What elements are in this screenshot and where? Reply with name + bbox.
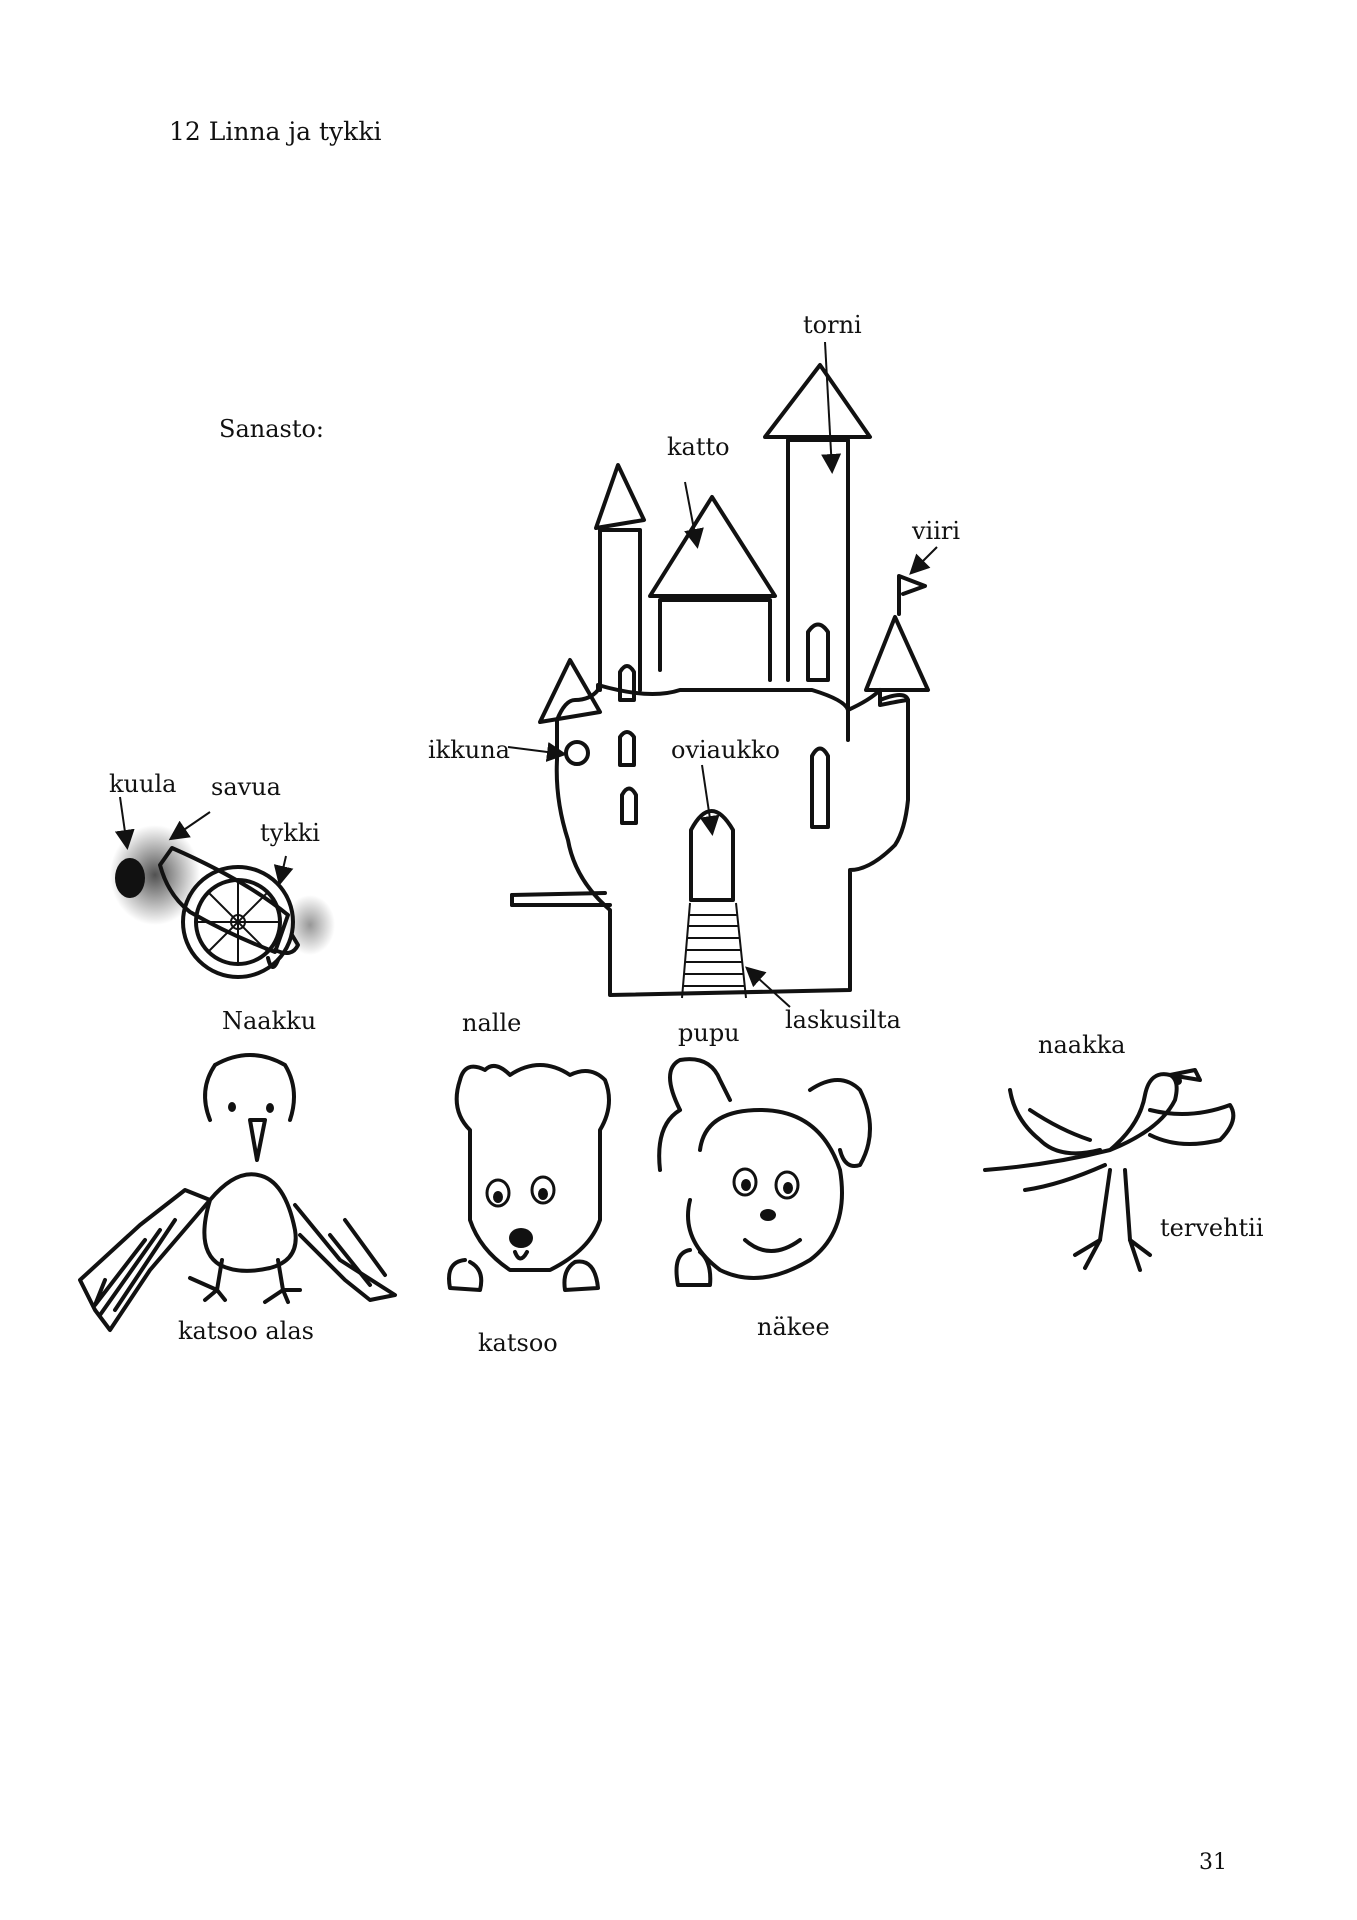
label-laskusilta: laskusilta	[785, 1006, 901, 1034]
label-nakee: näkee	[757, 1313, 830, 1341]
page-number: 31	[1199, 1850, 1227, 1875]
label-naakka: naakka	[1038, 1031, 1126, 1059]
arrow-viiri	[909, 546, 938, 575]
castle-drawing	[510, 363, 930, 999]
naakka-bird-drawing	[983, 1068, 1236, 1272]
nalle-bear-drawing	[447, 1063, 611, 1292]
arrow-ikkuna	[507, 742, 567, 762]
label-pupu: pupu	[678, 1019, 740, 1047]
label-tykki: tykki	[260, 819, 320, 847]
arrow-oviaukko	[699, 764, 720, 836]
arrow-laskusilta	[745, 966, 791, 1008]
label-savua: savua	[211, 773, 281, 801]
label-nalle: nalle	[462, 1009, 522, 1037]
arrow-katto	[684, 481, 704, 549]
arrow-savua	[168, 811, 211, 841]
label-kuula: kuula	[109, 770, 177, 798]
pupu-bunny-drawing	[657, 1057, 872, 1287]
arrow-kuula	[114, 796, 135, 850]
label-ikkuna: ikkuna	[428, 736, 510, 764]
label-katsoo-alas: katsoo alas	[178, 1317, 314, 1345]
arrow-torni	[821, 341, 842, 474]
label-torni: torni	[803, 311, 862, 339]
label-tervehtii: tervehtii	[1160, 1214, 1264, 1242]
drawbridge	[681, 902, 747, 999]
arrow-tykki	[273, 855, 294, 886]
label-viiri: viiri	[912, 517, 961, 545]
cannon-drawing	[110, 825, 335, 979]
vocabulary-heading: Sanasto:	[219, 415, 325, 443]
label-oviaukko: oviaukko	[671, 736, 780, 764]
label-katsoo: katsoo	[478, 1329, 558, 1357]
label-katto: katto	[667, 433, 730, 461]
label-naakku: Naakku	[222, 1007, 317, 1035]
page-title: 12 Linna ja tykki	[169, 117, 382, 146]
naakku-bird-drawing	[78, 1053, 397, 1332]
